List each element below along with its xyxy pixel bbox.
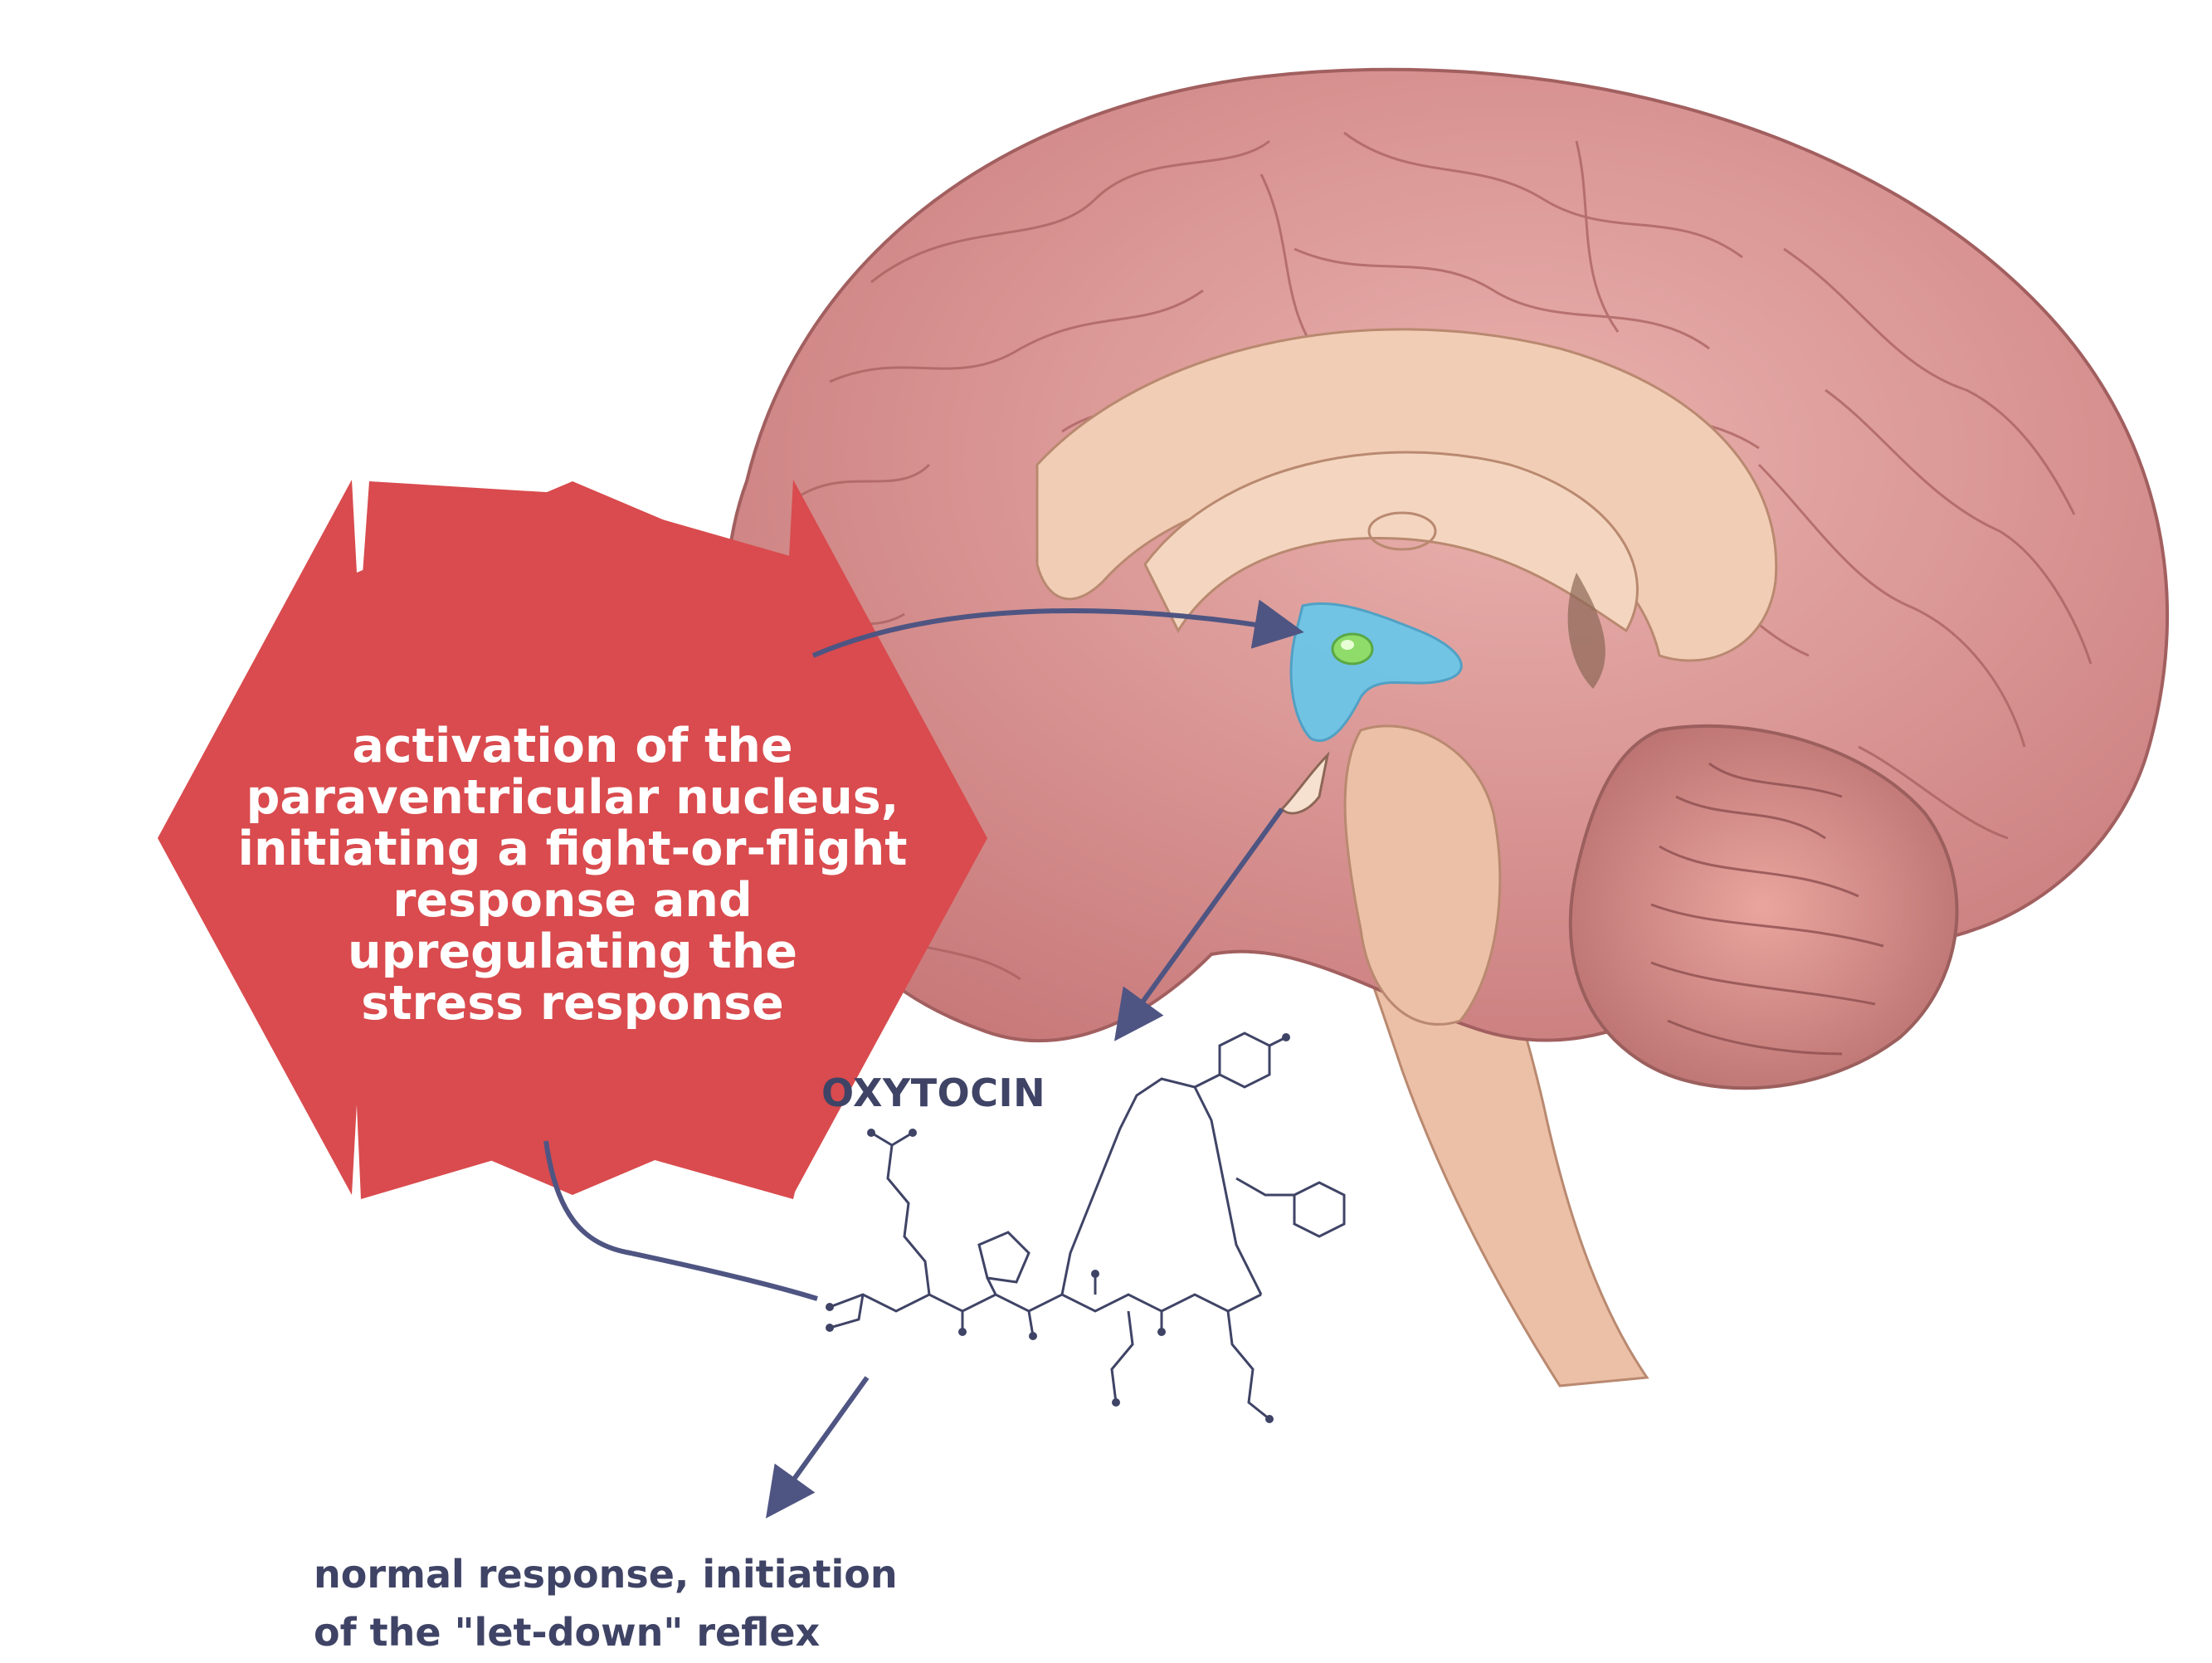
star-label: activation of the paraventricular nucleu…: [191, 720, 954, 1029]
cerebellum-folia: [1650, 762, 1884, 1056]
connector-star-to-molecule: [543, 1140, 818, 1301]
star-label-line: stress response: [361, 976, 784, 1031]
alert-star-fill: [158, 480, 987, 1195]
molecule-atoms: [826, 1033, 1290, 1423]
arrow-star-to-hypothalamus: [811, 599, 1304, 658]
ventricle-shadow: [1567, 573, 1605, 689]
star-label-line: activation of the: [352, 719, 793, 773]
fornix: [1143, 451, 1639, 634]
star-label-line: paraventricular nucleus,: [246, 770, 899, 825]
brain-illustration: [724, 67, 2170, 1387]
star-label-line: response and: [392, 873, 753, 928]
arrow-molecule-to-normal-response: [765, 1376, 870, 1519]
oxytocin-label: OXYTOCIN: [821, 1070, 1046, 1115]
star-label-line: upregulating the: [347, 924, 798, 979]
thalamus: [1367, 511, 1437, 551]
pvn-highlight: [1341, 640, 1354, 650]
star-label-line: initiating a fight-or-flight: [237, 822, 908, 876]
pons: [1343, 724, 1502, 1026]
normal-response-line: normal response, initiation: [314, 1552, 898, 1597]
hypothalamus: [1289, 602, 1463, 742]
corpus-callosum: [1035, 328, 1778, 662]
normal-response-label: normal response, initiation of the "let-…: [314, 1545, 898, 1661]
paraventricular-nucleus: [1331, 632, 1374, 666]
cerebellum: [1568, 724, 1959, 1090]
pituitary: [1279, 751, 1330, 815]
normal-response-line: of the "let-down" reflex: [314, 1610, 821, 1655]
arrow-pituitary-to-oxytocin: [1113, 807, 1284, 1041]
